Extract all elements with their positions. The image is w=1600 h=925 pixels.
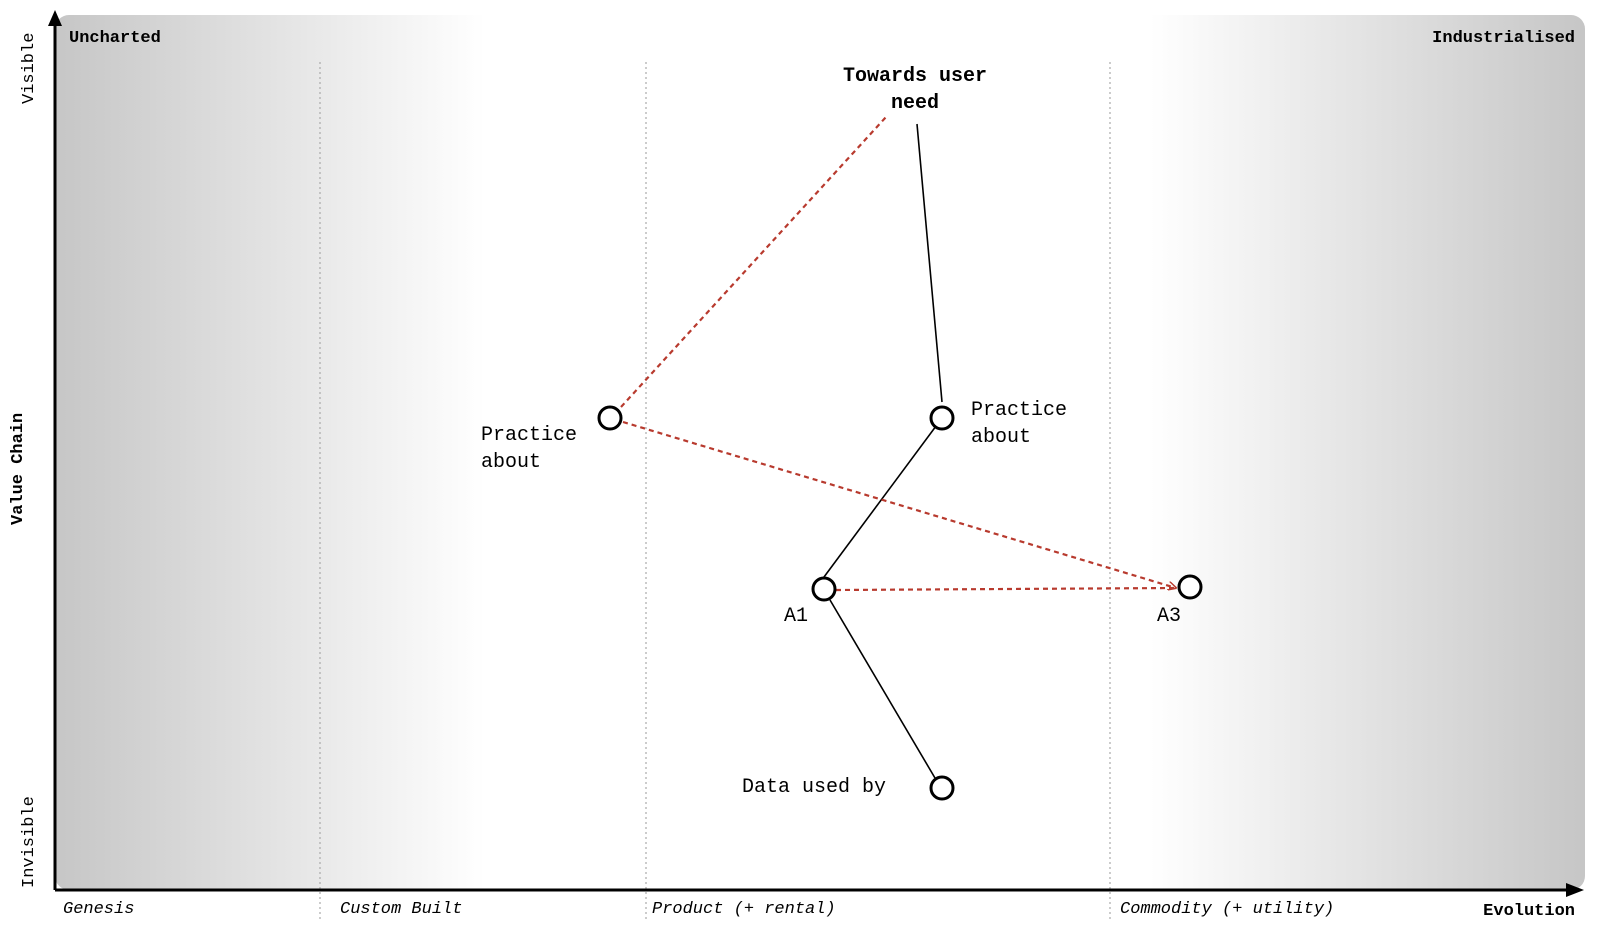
x-axis-arrowhead bbox=[1566, 883, 1584, 897]
label-practice-left: Practice about bbox=[481, 424, 578, 474]
movement-practice-a3 bbox=[622, 420, 1176, 588]
x-axis-label: Evolution bbox=[1483, 902, 1575, 921]
corner-label-industrialised: Industrialised bbox=[1432, 29, 1575, 48]
y-axis-bottom-label: Invisible bbox=[20, 796, 39, 888]
label-practice-right: Practice about bbox=[971, 399, 1068, 449]
y-axis-arrowhead bbox=[48, 10, 62, 26]
stage-label-commodity: Commodity (+ utility) bbox=[1120, 900, 1335, 919]
link-a1-data bbox=[829, 599, 936, 779]
label-a3: A3 bbox=[1157, 605, 1182, 628]
corner-label-uncharted: Uncharted bbox=[69, 29, 161, 48]
stage-label-genesis: Genesis bbox=[63, 900, 135, 919]
axes bbox=[48, 10, 1584, 897]
component-nodes bbox=[597, 405, 1203, 801]
stage-label-product: Product (+ rental) bbox=[652, 900, 836, 919]
y-axis-label: Value Chain bbox=[9, 412, 28, 525]
node-data[interactable] bbox=[929, 775, 955, 801]
link-practice-a1 bbox=[823, 417, 943, 578]
background-shading bbox=[55, 15, 1585, 890]
movement-lines bbox=[620, 116, 1177, 592]
label-data: Data used by bbox=[742, 776, 887, 799]
uncharted-shading bbox=[55, 15, 485, 890]
stage-label-custom-built: Custom Built bbox=[340, 900, 463, 919]
link-need-practice bbox=[916, 123, 943, 403]
stage-dividers bbox=[319, 62, 1111, 921]
y-axis-top-label: Visible bbox=[20, 32, 39, 104]
dependency-links bbox=[823, 123, 943, 779]
node-a3[interactable] bbox=[1177, 574, 1203, 600]
node-a1[interactable] bbox=[811, 576, 837, 602]
node-practice-right[interactable] bbox=[929, 405, 955, 431]
movement-practice-need bbox=[620, 116, 887, 408]
industrialised-shading bbox=[1150, 15, 1585, 890]
movement-a1-a3 bbox=[835, 586, 1177, 592]
label-user-need: Towards user need bbox=[842, 65, 988, 115]
node-practice-left[interactable] bbox=[597, 405, 623, 431]
label-a1: A1 bbox=[784, 605, 809, 628]
